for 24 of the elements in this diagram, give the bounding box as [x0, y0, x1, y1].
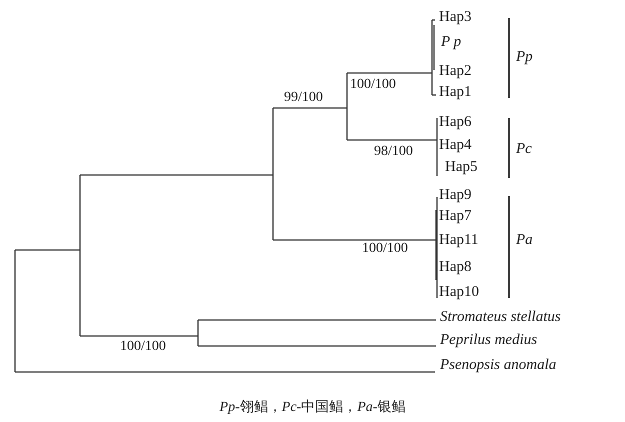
- clade-label: Pc: [516, 141, 532, 158]
- bootstrap-value: 100/100: [362, 240, 408, 257]
- leaf-label: Hap2: [439, 63, 472, 80]
- caption: Pp-翎鲳，Pc-中国鲳，Pa-银鲳: [220, 400, 406, 415]
- leaf-label: Hap3: [439, 9, 472, 26]
- leaf-label: Hap7: [439, 208, 472, 225]
- leaf-label: Hap8: [439, 259, 472, 276]
- leaf-label: Hap6: [439, 114, 472, 131]
- species-label: Psenopsis anomala: [440, 357, 556, 374]
- clade-label: Pa: [516, 232, 533, 249]
- bootstrap-value: 98/100: [374, 143, 413, 160]
- bootstrap-value: 100/100: [120, 338, 166, 355]
- bootstrap-value: 100/100: [350, 76, 396, 93]
- leaf-label: Hap1: [439, 84, 472, 101]
- leaf-label: Hap5: [445, 159, 478, 176]
- clade-label: Pp: [516, 49, 533, 66]
- leaf-label: P p: [441, 34, 462, 51]
- leaf-label: Hap4: [439, 137, 472, 154]
- leaf-label: Hap11: [439, 232, 478, 249]
- leaf-label: Hap9: [439, 187, 472, 204]
- leaf-label: Hap10: [439, 284, 479, 301]
- species-label: Stromateus stellatus: [440, 309, 561, 326]
- bootstrap-value: 99/100: [284, 89, 323, 106]
- species-label: Peprilus medius: [440, 332, 538, 349]
